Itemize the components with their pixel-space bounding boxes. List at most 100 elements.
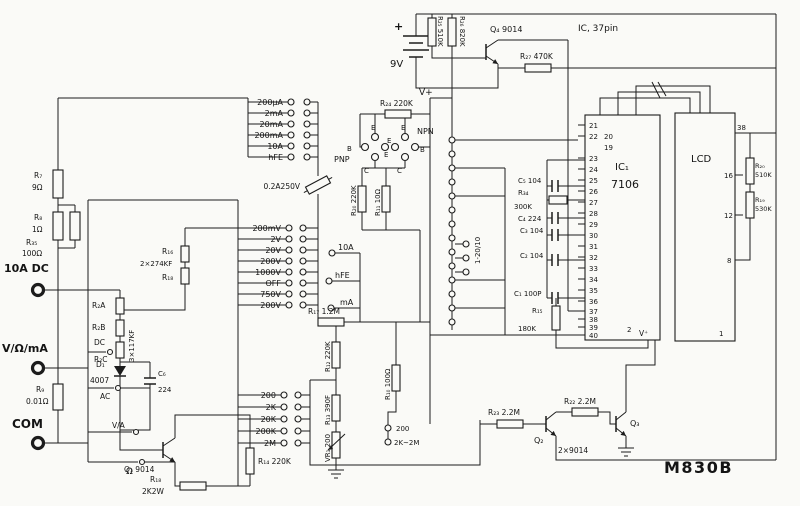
wires-wafer (430, 139, 578, 336)
switch-contact (294, 403, 302, 411)
ic-labels: IC₁ 7106 20 19 2 V⁺ (604, 133, 648, 338)
r9-value: 0.01Ω (26, 397, 49, 406)
selector-right-labels: 10A hFE mA 200 2K~2M 1-20/10 (335, 237, 482, 447)
range-20k: 20K (261, 415, 277, 424)
r26-body (447, 17, 457, 47)
switch-contact (448, 318, 456, 326)
switch-contacts (106, 98, 470, 466)
switch-contact (303, 131, 311, 139)
r1b-label: R₁₈ (162, 273, 173, 282)
socket-hole (400, 152, 410, 162)
r7-value: 9Ω (32, 183, 43, 192)
switch-contact (462, 254, 470, 262)
r15-value: 180K (518, 325, 536, 333)
switch-contact (287, 131, 295, 139)
terminal-10adc-label: 10A DC (4, 262, 49, 275)
switch-contact (448, 220, 456, 228)
socket-hole (410, 142, 420, 152)
battery-plus-label: + (394, 20, 403, 33)
r18-value: 2K2W (142, 487, 164, 496)
mode-contact (138, 458, 146, 466)
lcd-block (674, 112, 736, 342)
switch-contact (384, 438, 392, 446)
r9-body (52, 383, 64, 411)
r10-body (391, 364, 401, 392)
r2b-label: R₂B (92, 323, 105, 332)
range-200mv: 200mV (252, 224, 281, 233)
ic-pin-20: 20 (604, 133, 613, 141)
lcd-pin-12: 12 (724, 212, 733, 220)
wires-lobat (480, 340, 776, 461)
r9-label: R₉ (36, 385, 44, 394)
shunt-labels: R₇ 9Ω R₈ 1Ω R₃₅ 100Ω R₉ 0.01Ω (22, 171, 49, 406)
socket-hole (400, 132, 410, 142)
lcd-pin-1: 1 (719, 330, 723, 338)
switch-contact (448, 234, 456, 242)
wires-voltage-ladder (88, 199, 318, 486)
ic-pin-number: 21 (589, 122, 598, 130)
ic-pin-number: 26 (589, 188, 598, 196)
transistor-bars (162, 44, 617, 458)
transistor-socket-holes (360, 132, 420, 162)
r8-label: R₈ (34, 213, 42, 222)
ic-vplus: V⁺ (639, 329, 648, 338)
resistance-range-labels: 200 2K 20K 200K 2M (255, 391, 276, 448)
socket-hole (390, 142, 400, 152)
q4-emitter-arrow (492, 59, 498, 64)
range-200ma: 200mA (254, 131, 283, 140)
d1-label: D₁ (96, 360, 105, 369)
input-network-labels: R₁₇ 1.2M R₁₂ 220K R₁₃ 390F VR₁ 200 R₁₀ 1… (308, 307, 392, 462)
c1-plates (551, 292, 559, 304)
lcd-pin-16: 16 (724, 172, 733, 180)
selector-hfe: hFE (335, 271, 350, 280)
ic-pin-2: 2 (627, 326, 631, 334)
ground-symbols (328, 447, 634, 479)
switch-contact (299, 268, 307, 276)
lcd-name: LCD (691, 154, 712, 165)
resistor-bodies (52, 17, 755, 491)
pnp-c: C (364, 167, 369, 175)
switch-contact (327, 304, 335, 312)
range-hfe: hFE (268, 153, 283, 162)
vr1-label: VR₁ 200 (324, 434, 332, 462)
c4-label: C₄ 224 (518, 215, 542, 223)
r18-label: R₁₈ (150, 475, 161, 484)
vr1-body (331, 431, 341, 459)
ic-pin-number: 34 (589, 276, 598, 284)
contact-va-label: V/A (112, 421, 126, 430)
r11-label: R₁₁ 10Ω (374, 188, 382, 216)
r19-backplane-body (745, 191, 755, 219)
wires-ohm-ladder (238, 379, 481, 466)
wires-shunts (57, 98, 76, 443)
switch-contact (294, 439, 302, 447)
mode-contact (132, 428, 140, 436)
q1-emitter-arrow (169, 457, 175, 462)
r18-body (179, 481, 207, 491)
switch-contact (285, 257, 293, 265)
switch-contact (299, 257, 307, 265)
ic1-7106-block (584, 114, 661, 341)
ic-pin-number: 23 (589, 155, 598, 163)
switch-contact (462, 240, 470, 248)
d1-diode-triangle (114, 366, 126, 376)
switch-contact (448, 248, 456, 256)
r27-label: R₂₇ 470K (520, 52, 554, 61)
ic-pin-number: 31 (589, 243, 598, 251)
switch-contact (294, 415, 302, 423)
q3-emitter-arrow (620, 430, 626, 436)
switch-contact (303, 153, 311, 161)
c3-plates (551, 229, 559, 241)
range-off: OFF (266, 279, 282, 288)
selector-ma: mA (340, 298, 354, 307)
switch-contact (303, 98, 311, 106)
wires-current-ladder (58, 97, 319, 318)
r19-backplane-value: 530K (755, 205, 772, 213)
fuse-body (304, 175, 332, 195)
switch-contact (280, 391, 288, 399)
contact-dc-label: DC (94, 338, 105, 347)
range-10a: 10A (267, 142, 283, 151)
r23-body (496, 419, 524, 429)
terminal-labels: 10A DC V/Ω/mA COM DC AC V/A Ω (2, 262, 133, 477)
